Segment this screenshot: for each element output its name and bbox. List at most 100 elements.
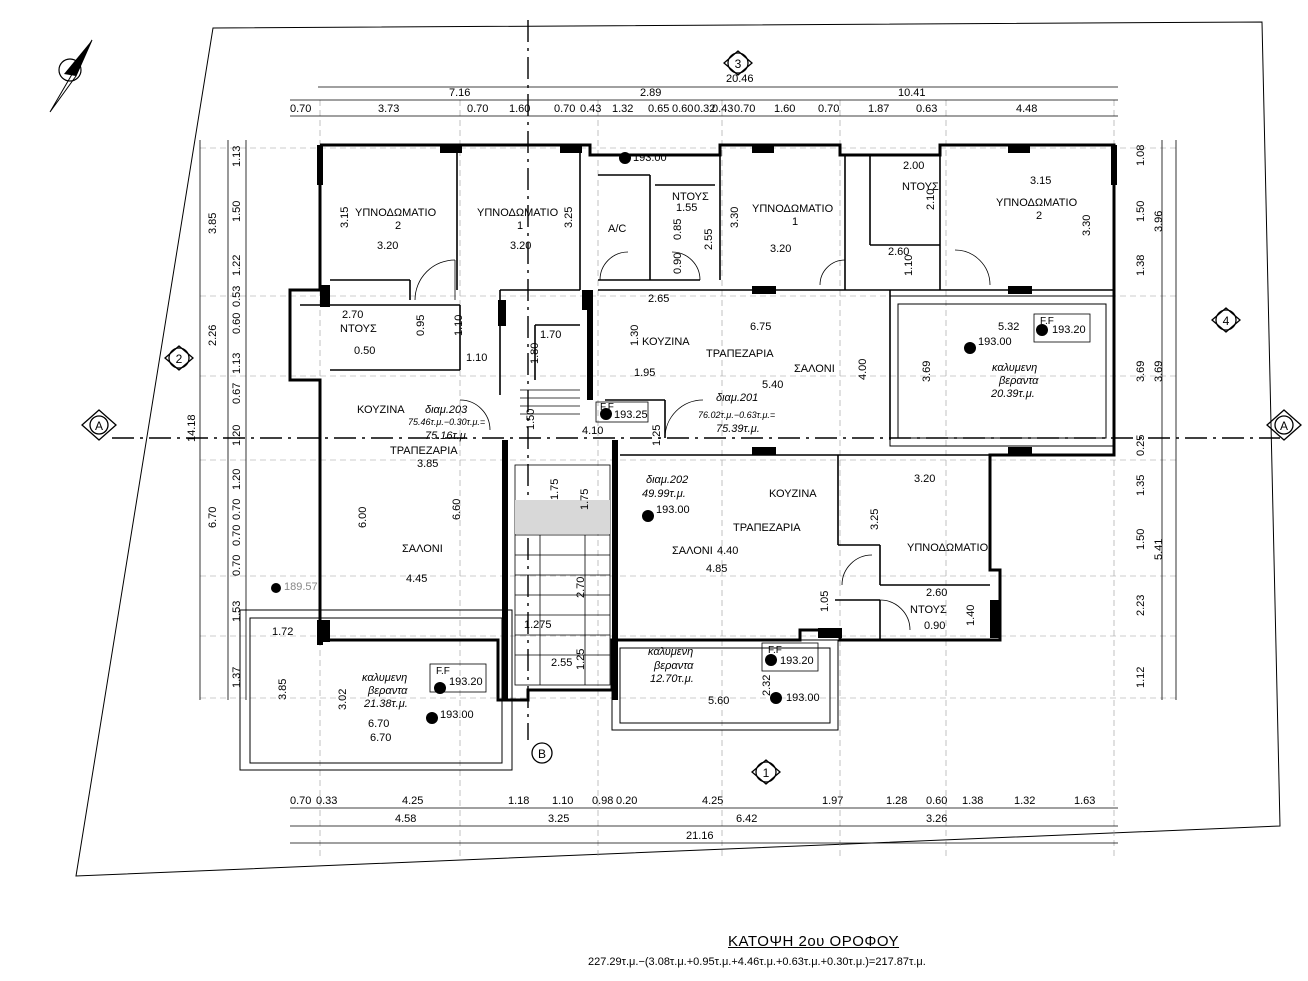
room-dimension: 2.70 bbox=[342, 309, 363, 321]
dimension-label: 0.20 bbox=[616, 795, 637, 807]
dimension-label: 0.43 bbox=[580, 103, 601, 115]
room-dimension: 1.25 bbox=[651, 425, 663, 446]
room-label: ΤΡΑΠΕΖΑΡΙΑ bbox=[390, 445, 458, 457]
room-dimension: 5.32 bbox=[998, 321, 1019, 333]
grid-marker-label: 2 bbox=[176, 352, 183, 366]
room-dimension: 1.75 bbox=[549, 479, 561, 500]
room-label: ΤΡΑΠΕΖΑΡΙΑ bbox=[733, 522, 801, 534]
room-label: ΝΤΟΥΣ bbox=[340, 323, 377, 335]
construction-lines bbox=[200, 100, 1180, 860]
veranda-label: 12.70τ.μ. bbox=[650, 673, 694, 685]
level-label: 193.00 bbox=[786, 692, 820, 704]
dimension-label: 1.13 bbox=[231, 146, 243, 167]
dimension-label: 0.70 bbox=[290, 795, 311, 807]
room-dimension: 3.15 bbox=[1030, 175, 1051, 187]
top-dimensions: 20.46 7.16 2.89 10.41 0.70 3.73 0.70 1.6… bbox=[290, 73, 1037, 115]
room-label: ΚΟΥΖΙΝΑ bbox=[642, 336, 690, 348]
apartment-label: 75.39τ.μ. bbox=[716, 423, 760, 435]
room-dimension: 3.69 bbox=[921, 361, 933, 382]
room-dimension: 1.95 bbox=[634, 367, 655, 379]
room-dimension: 0.90 bbox=[924, 620, 945, 632]
veranda-label: βεραντα bbox=[367, 685, 408, 697]
room-dimension: 1.72 bbox=[272, 626, 293, 638]
apartment-label: 76.02τ.μ.−0.63τ.μ.= bbox=[698, 410, 775, 420]
dimension-label: 1.18 bbox=[508, 795, 529, 807]
apartment-label: 49.99τ.μ. bbox=[642, 488, 686, 500]
dimension-label: 0.33 bbox=[316, 795, 337, 807]
apartment-label: 75.16τ.μ. bbox=[425, 430, 469, 442]
room-dimension: 3.85 bbox=[277, 679, 289, 700]
room-dimension: 2.10 bbox=[925, 189, 937, 210]
ff-label: F.F bbox=[1040, 316, 1054, 327]
room-dimension: 1.10 bbox=[466, 352, 487, 364]
room-dimension: 3.20 bbox=[510, 240, 531, 252]
dimension-label: 0.43 bbox=[712, 103, 733, 115]
room-dimension: 0.50 bbox=[354, 345, 375, 357]
room-dimension: 3.25 bbox=[869, 509, 881, 530]
dimension-label: 2.89 bbox=[640, 87, 661, 99]
dimension-label: 0.70 bbox=[818, 103, 839, 115]
dimension-label: 1.35 bbox=[1135, 475, 1147, 496]
dimension-label: 0.53 bbox=[231, 286, 243, 307]
room-dimension: 1.05 bbox=[819, 591, 831, 612]
level-label: 193.00 bbox=[978, 336, 1012, 348]
ff-tags: F.F F.F F.F F.F bbox=[429, 313, 1091, 693]
dimension-label: 0.32 bbox=[694, 103, 715, 115]
room-dimension: 0.90 bbox=[672, 253, 684, 274]
dimension-label: 10.41 bbox=[898, 87, 926, 99]
veranda-label: βεραντα bbox=[653, 660, 694, 672]
dimension-label: 1.87 bbox=[868, 103, 889, 115]
room-dimension: 4.85 bbox=[706, 563, 727, 575]
room-dimension: 1.10 bbox=[453, 315, 465, 336]
dimension-label: 2.23 bbox=[1135, 595, 1147, 616]
room-dimension: 4.10 bbox=[582, 425, 603, 437]
dimension-label: 1.32 bbox=[612, 103, 633, 115]
level-label: 193.00 bbox=[633, 152, 667, 164]
dimension-label: 1.28 bbox=[886, 795, 907, 807]
room-dimension: 0.85 bbox=[672, 219, 684, 240]
room-dimension: 4.00 bbox=[857, 359, 869, 380]
dimension-label: 0.60 bbox=[672, 103, 693, 115]
dimension-label: 1.08 bbox=[1135, 145, 1147, 166]
dimension-label: 0.25 bbox=[1135, 435, 1147, 456]
dimension-label: 1.53 bbox=[231, 601, 243, 622]
dimension-label: 0.60 bbox=[926, 795, 947, 807]
room-label: ΝΤΟΥΣ bbox=[902, 181, 939, 193]
room-dimension: 3.85 bbox=[417, 458, 438, 470]
dimension-label: 1.60 bbox=[509, 103, 530, 115]
stair-landing bbox=[515, 500, 610, 534]
dimension-label: 0.65 bbox=[648, 103, 669, 115]
apartment-labels: διαμ.201 76.02τ.μ.−0.63τ.μ.= 75.39τ.μ. δ… bbox=[408, 392, 775, 500]
room-dimension: 1.80 bbox=[529, 343, 541, 364]
bottom-dimensions: 0.70 0.33 4.25 1.18 1.10 0.98 0.20 4.25 … bbox=[290, 795, 1095, 842]
room-dimension: 6.60 bbox=[451, 499, 463, 520]
dimension-label: 0.70 bbox=[231, 555, 243, 576]
level-label: 193.20 bbox=[1052, 324, 1086, 336]
ff-label: F.F bbox=[436, 666, 450, 677]
room-dimension: 1.10 bbox=[903, 255, 915, 276]
dimension-label: 1.38 bbox=[1135, 255, 1147, 276]
room-dimension: 3.20 bbox=[377, 240, 398, 252]
veranda-label: καλυμενη bbox=[992, 362, 1037, 374]
room-dimension: 1.25 bbox=[575, 649, 587, 670]
room-dimension: 1.55 bbox=[676, 202, 697, 214]
apartment-label: 75.46τ.μ.−0.30τ.μ.= bbox=[408, 417, 485, 427]
dimension-label: 1.63 bbox=[1074, 795, 1095, 807]
room-dimension: 3.30 bbox=[729, 207, 741, 228]
windows bbox=[320, 145, 1032, 642]
room-dimension: 3.30 bbox=[1081, 215, 1093, 236]
room-dimension: 5.60 bbox=[708, 695, 729, 707]
dimension-label: 0.70 bbox=[231, 525, 243, 546]
apartment-label: διαμ.201 bbox=[716, 392, 758, 404]
dimension-label: 0.63 bbox=[916, 103, 937, 115]
grid-marker-labels: 3 2 4 1 B A A bbox=[95, 57, 1288, 780]
dimension-label: 4.58 bbox=[395, 813, 416, 825]
dimension-label: 7.16 bbox=[449, 87, 470, 99]
dimension-label: 3.73 bbox=[378, 103, 399, 115]
dimension-label: 1.22 bbox=[231, 255, 243, 276]
room-label: ΥΠΝΟΔΩΜΑΤΙΟ bbox=[907, 542, 989, 554]
dimension-label: 1.97 bbox=[822, 795, 843, 807]
plan-title: ΚΑΤΟΨΗ 2ου ΟΡΟΦΟΥ bbox=[728, 933, 900, 950]
